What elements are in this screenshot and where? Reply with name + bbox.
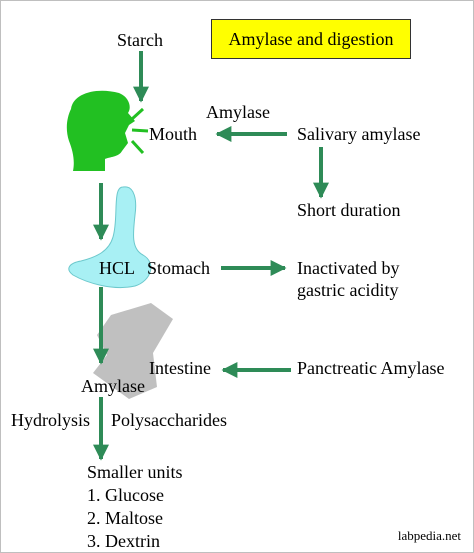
smaller-units-label: Smaller units [87, 462, 183, 482]
inactivated-label-line1: Inactivated by [297, 258, 400, 278]
product-glucose: 1. Glucose [87, 485, 164, 505]
short-duration-label: Short duration [297, 200, 401, 220]
amylase-intestine-label: Amylase [81, 376, 145, 396]
inactivated-label-line2: gastric acidity [297, 280, 399, 300]
polysaccharides-label: Polysaccharides [111, 410, 227, 430]
intestine-label: Intestine [149, 358, 211, 378]
product-dextrin: 3. Dextrin [87, 531, 160, 551]
pancreatic-amylase-label: Panctreatic Amylase [297, 358, 445, 378]
salivary-amylase-label: Salivary amylase [297, 124, 421, 144]
title-box: Amylase and digestion [211, 19, 411, 59]
amylase-mouth-label: Amylase [206, 102, 270, 122]
hcl-label: HCL [99, 258, 135, 278]
intestine-icon [93, 303, 173, 399]
hydrolysis-label: Hydrolysis [11, 410, 91, 430]
stomach-label: Stomach [147, 258, 210, 278]
starch-label: Starch [117, 30, 163, 50]
product-maltose: 2. Maltose [87, 508, 163, 528]
stomach-icon [68, 186, 152, 289]
watermark: labpedia.net [397, 528, 461, 543]
head-icon [66, 90, 149, 171]
mouth-label: Mouth [149, 124, 198, 144]
